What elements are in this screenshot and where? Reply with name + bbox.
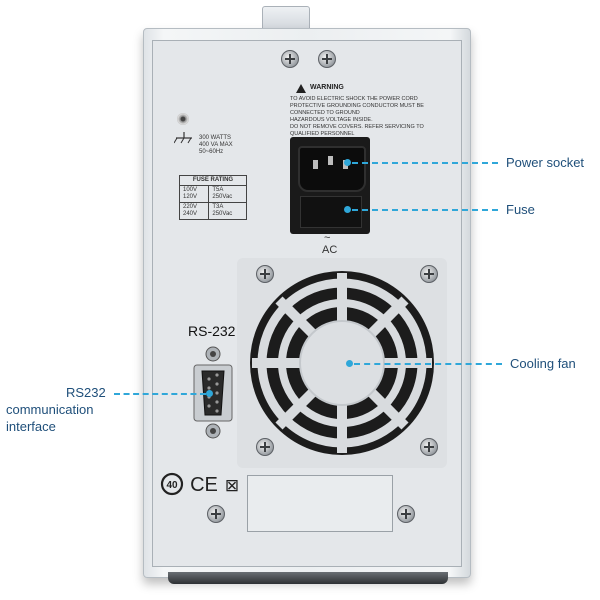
callout-line — [114, 393, 206, 395]
callout-dot — [344, 159, 351, 166]
screw — [256, 265, 274, 283]
rs232-callout-line2: communication — [6, 402, 94, 417]
fuse-callout: Fuse — [506, 202, 535, 217]
socket-pin — [328, 156, 333, 165]
socket-pin — [313, 160, 318, 169]
screw — [256, 438, 274, 456]
fuse-rating-header: FUSE RATING — [179, 175, 247, 186]
callout-line — [352, 209, 498, 211]
rs232-callout-line3: interface — [6, 419, 56, 434]
device-feet — [168, 572, 448, 584]
ce-mark-text: CE — [190, 474, 218, 496]
screw — [207, 505, 225, 523]
warning-triangle-icon — [296, 84, 306, 93]
rs232-label: RS-232 — [188, 323, 236, 339]
callout-dot — [344, 206, 351, 213]
ground-terminal — [177, 113, 189, 125]
callout-dot — [346, 360, 353, 367]
warning-title: WARNING — [310, 84, 344, 91]
cooling-fan-callout: Cooling fan — [510, 356, 576, 371]
ac-symbol: ~ — [324, 232, 331, 244]
cooling-fan-grille — [250, 271, 434, 455]
weee-icon: ⊠ — [225, 476, 239, 496]
power-spec: 300 WATTS 400 VA MAX 50~60Hz — [199, 135, 233, 155]
callout-line — [352, 162, 498, 164]
screw — [420, 265, 438, 283]
callout-dot — [206, 390, 213, 397]
screw — [397, 505, 415, 523]
screw — [281, 50, 299, 68]
age-mark-text: 40 — [166, 480, 178, 491]
compliance-marks: 40 CE ⊠ — [160, 472, 239, 496]
screw — [420, 438, 438, 456]
power-socket-callout: Power socket — [506, 155, 585, 170]
ground-icon — [174, 132, 192, 144]
screw — [318, 50, 336, 68]
warning-text: TO AVOID ELECTRIC SHOCK THE POWER CORD P… — [290, 96, 424, 137]
rs232-callout-line1: RS232 — [66, 385, 106, 400]
label-plate — [247, 475, 393, 532]
power-socket[interactable] — [298, 146, 366, 192]
rs232-connector[interactable] — [190, 345, 236, 441]
callout-line — [354, 363, 502, 365]
ac-label: AC — [322, 244, 338, 256]
fuse-drawer[interactable] — [300, 196, 362, 228]
